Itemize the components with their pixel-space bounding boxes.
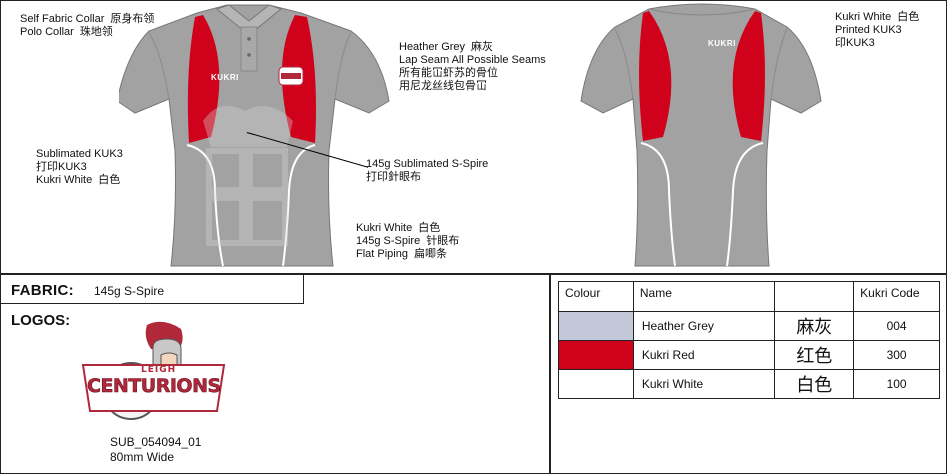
logos-title: LOGOS: <box>11 312 71 329</box>
back-label-en-2: Printed KUK3 <box>835 24 902 36</box>
collar-label: Self Fabric Collar 原身布领 Polo Collar 珠地领 <box>20 13 154 39</box>
logo-code: SUB_054094_01 <box>110 435 202 449</box>
seam-label-en-1: Heather Grey <box>399 41 466 53</box>
centurions-logo: LEIGH CENTURIONS <box>81 319 226 431</box>
colour-name-cn: 白色 <box>774 369 855 399</box>
collar-label-en-1: Self Fabric Collar <box>20 13 105 25</box>
back-label-cn-2: 印KUK3 <box>835 37 875 49</box>
back-label-en-1: Kukri White <box>835 11 892 23</box>
piping-label-en-3: Flat Piping <box>356 248 408 260</box>
back-label-cn-1: 白色 <box>897 11 920 23</box>
seam-label: Heather Grey 麻灰 Lap Seam All Possible Sea… <box>399 41 546 93</box>
front-shirt-brand: KUKRI <box>211 73 239 82</box>
spire-label-cn: 打印針眼布 <box>366 171 421 183</box>
sublimated-label-cn-2: 白色 <box>98 174 121 186</box>
colour-row-kukri-red: Kukri Red 红色 300 <box>558 340 940 370</box>
colour-name-cn: 麻灰 <box>774 311 855 341</box>
sublimated-label-en-1: Sublimated KUK3 <box>36 148 123 160</box>
header-kukri-code: Kukri Code <box>853 281 940 312</box>
logo-main-text: CENTURIONS <box>87 375 222 398</box>
colour-code: 300 <box>853 340 940 370</box>
swatch-cell <box>558 369 634 399</box>
piping-label: Kukri White 白色 145g S-Spire 针眼布 Flat Pipin… <box>356 222 459 261</box>
back-shirt-illustration <box>580 3 822 267</box>
colour-name-cn: 红色 <box>774 340 855 370</box>
colour-name: Heather Grey <box>632 311 776 341</box>
colour-code: 004 <box>853 311 940 341</box>
fabric-box: FABRIC: 145g S-Spire <box>1 275 304 304</box>
piping-label-cn-1: 白色 <box>418 222 441 234</box>
logo-meta: SUB_054094_01 80mm Wide <box>110 435 201 465</box>
colour-name: Kukri White <box>632 369 776 399</box>
header-name: Name <box>632 281 776 312</box>
colour-row-kukri-white: Kukri White 白色 100 <box>558 369 940 399</box>
seam-label-cn-3: 用尼龙丝线包骨冚 <box>399 80 487 92</box>
header-colour: Colour <box>558 281 634 312</box>
collar-label-cn-1: 原身布领 <box>110 13 155 25</box>
colour-swatch <box>559 370 633 398</box>
collar-label-en-2: Polo Collar <box>20 26 74 38</box>
colour-row-heather-grey: Heather Grey 麻灰 004 <box>558 311 940 341</box>
colour-table-header: Colour Name Kukri Code <box>558 281 940 312</box>
piping-label-cn-2: 针眼布 <box>426 235 460 247</box>
back-shirt-brand: KUKRI <box>708 39 736 48</box>
spire-label-en: 145g Sublimated S-Spire <box>366 158 489 170</box>
back-label: Kukri White 白色 Printed KUK3 印KUK3 <box>835 11 919 50</box>
fabric-value: 145g S-Spire <box>94 284 165 298</box>
header-blank <box>774 281 855 312</box>
garment-artwork-area: KUKRI KUKRI Self Fabric Collar 原身布领 Polo … <box>1 1 947 273</box>
colour-table: Colour Name Kukri Code Heather Grey 麻灰 0… <box>558 281 940 399</box>
spire-label: 145g Sublimated S-Spire 打印針眼布 <box>366 158 488 184</box>
logo-size: 80mm Wide <box>110 450 175 464</box>
logo-top-text: LEIGH <box>141 365 177 375</box>
sublimated-label-en-2: Kukri White <box>36 174 93 186</box>
seam-label-en-2: Lap Seam All Possible Seams <box>399 54 546 66</box>
swatch-cell <box>558 340 634 370</box>
colour-code: 100 <box>853 369 940 399</box>
colour-swatch <box>559 341 633 369</box>
front-shirt-illustration <box>119 4 390 267</box>
section-divider-vertical <box>549 273 551 474</box>
section-divider-horizontal <box>1 273 947 275</box>
sublimated-label: Sublimated KUK3 打印KUK3 Kukri White 白色 <box>36 148 123 187</box>
seam-label-cn-2: 所有能冚虾苏的骨位 <box>399 67 498 79</box>
colour-name: Kukri Red <box>632 340 776 370</box>
fabric-title: FABRIC: <box>11 282 74 299</box>
seam-label-cn-1: 麻灰 <box>471 41 494 53</box>
swatch-cell <box>558 311 634 341</box>
collar-label-cn-2: 珠地领 <box>79 26 113 38</box>
sublimated-label-cn-1: 打印KUK3 <box>36 161 87 173</box>
piping-label-cn-3: 扁唧条 <box>413 248 447 260</box>
piping-label-en-1: Kukri White <box>356 222 413 234</box>
colour-swatch <box>559 312 633 340</box>
centurions-logo-graphic <box>81 321 226 420</box>
piping-label-en-2: 145g S-Spire <box>356 235 421 247</box>
